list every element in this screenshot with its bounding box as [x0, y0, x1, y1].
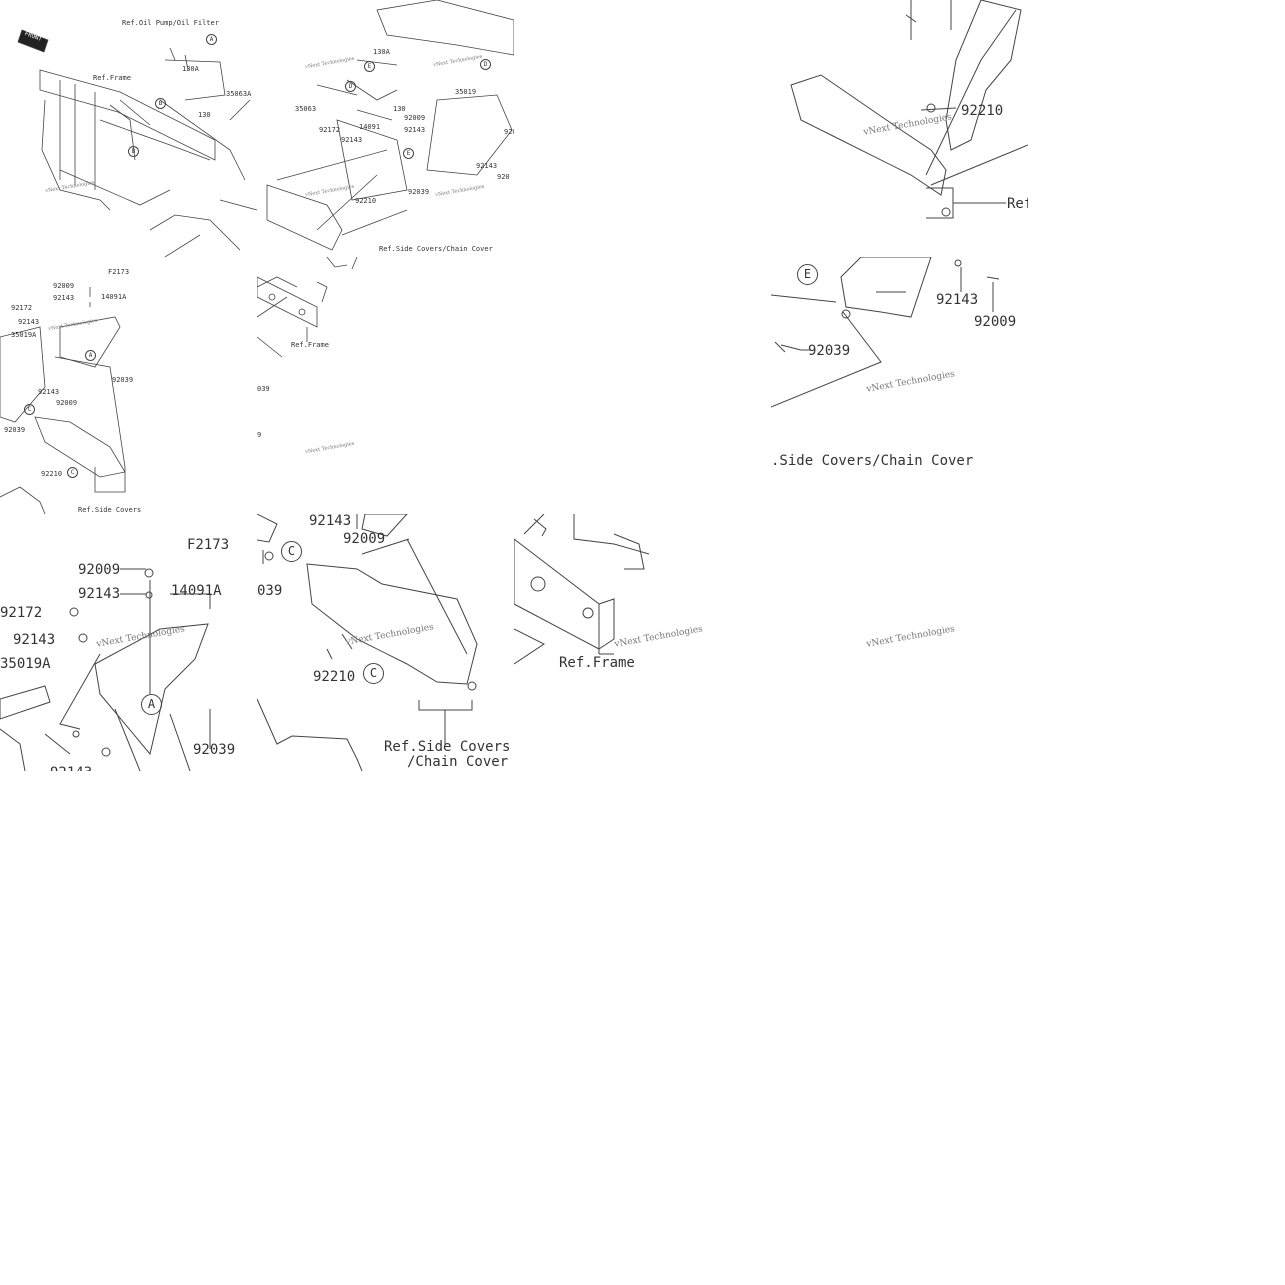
tile-zoom-bottom-right: Ref.Frame vNext Technologies: [514, 514, 771, 771]
label-92143: 92143: [78, 586, 121, 602]
label-92210: 92210: [41, 470, 63, 478]
label-92143: 92143: [476, 162, 498, 170]
label-92172: 92172: [0, 605, 43, 621]
label-130: 130: [393, 105, 406, 113]
label-ref-side-covers: Ref.Side Covers: [78, 506, 142, 514]
callout-a: A: [206, 34, 217, 45]
label-130a: 130A: [182, 65, 199, 73]
label-130a: 130A: [373, 48, 390, 56]
label-f2173: F2173: [108, 268, 130, 276]
callout-c: C: [363, 663, 384, 684]
callout-b: B: [155, 98, 166, 109]
label-35063: 35063: [295, 105, 317, 113]
label-f2173: F2173: [187, 537, 230, 553]
label-920: 920: [497, 173, 510, 181]
label-039: 039: [257, 385, 270, 393]
label-92143: 92143: [341, 136, 363, 144]
callout-d: D: [345, 81, 356, 92]
frame-drawing-left: [17, 29, 257, 257]
label-92009: 92009: [53, 282, 75, 290]
label-92039: 92039: [808, 343, 851, 359]
label-92210: 92210: [961, 103, 1004, 119]
label-92143: 92143: [309, 514, 352, 529]
cover-drawing-right: [266, 0, 514, 251]
frame-drawing-zoom-br: [514, 514, 650, 665]
label-14091a: 14091A: [171, 583, 222, 599]
callout-a: A: [141, 694, 162, 715]
tile-zoom-mid-right: E 92143 92009 92039 .Side Covers/Chain C…: [771, 257, 1028, 514]
callout-e: E: [364, 61, 375, 72]
label-ref-frame: Ref.Frame: [559, 655, 635, 671]
callout-d: D: [480, 59, 491, 70]
label-ref-oil-pump: Ref.Oil Pump/Oil Filter: [122, 19, 219, 27]
label-ref-cut: Ref: [1007, 196, 1028, 212]
callout-a: A: [85, 350, 96, 361]
label-35019a: 35019A: [0, 656, 51, 672]
label-92143: 92143: [13, 632, 56, 648]
tile-mid-left: F2173 92009 92143 14091A 92172 92143 350…: [0, 257, 257, 514]
label-35063a: 35063A: [226, 90, 252, 98]
label-92143: 92143: [50, 766, 92, 771]
label-chain-cover: /Chain Cover: [407, 754, 509, 770]
label-92009: 92009: [78, 562, 121, 578]
label-ref-side-covers: Ref.Side Covers: [384, 739, 511, 755]
callout-e: E: [797, 264, 818, 285]
cover-drawing-zoom-bl: [0, 568, 211, 771]
label-92009: 92009: [343, 531, 386, 547]
label-14091a: 14091A: [101, 293, 127, 301]
callout-e: E: [403, 148, 414, 159]
label-ref-frame: Ref.Frame: [93, 74, 131, 82]
label-92143: 92143: [38, 388, 60, 396]
label-92143: 92143: [404, 126, 426, 134]
label-92009: 92009: [56, 399, 78, 407]
tile-zoom-top-right: 92210 Ref vNext Technologies: [771, 0, 1028, 257]
label-92039: 92039: [193, 742, 236, 758]
label-35019: 35019: [455, 88, 477, 96]
label-92143: 92143: [18, 318, 40, 326]
cover-drawing-zoom-mid: [771, 257, 1000, 408]
tile-watermark-only: vNext Technologies: [771, 514, 1028, 771]
label-92143: 92143: [936, 292, 979, 308]
cover-drawing-zoom: [790, 0, 1028, 219]
label-92009: 92009: [974, 314, 1017, 330]
label-ref-frame: Ref.Frame: [291, 341, 329, 349]
frame-drawing-mid: [257, 257, 358, 358]
label-92039: 92039: [4, 426, 26, 434]
callout-c: C: [67, 467, 78, 478]
label-920: 920: [504, 128, 514, 136]
callout-b: B: [128, 146, 139, 157]
label-92039: 92039: [112, 376, 134, 384]
label-92009: 92009: [404, 114, 426, 122]
cover-drawing-mid-left: [0, 287, 126, 514]
label-92172: 92172: [11, 304, 33, 312]
label-ref-side-chain-cut: .Side Covers/Chain Cover: [771, 453, 974, 469]
label-92143: 92143: [53, 294, 75, 302]
callout-c: C: [24, 404, 35, 415]
tile-zoom-bottom-centre: 92143 92009 039 92210 Ref.Side Covers /C…: [257, 514, 514, 771]
label-9: 9: [257, 431, 262, 439]
tile-overview-right: 130A 35063 130 35019 92009 14091 92143 9…: [257, 0, 514, 257]
tile-mid-centre: Ref.Frame 039 9 vNext Technologies: [257, 257, 514, 514]
label-92210: 92210: [313, 669, 356, 685]
label-92210: 92210: [355, 197, 377, 205]
cover-drawing-zoom-bc: [257, 514, 478, 771]
tile-overview-left: FRONT Ref.Oil Pump/Oil Filter Ref.Frame …: [0, 0, 257, 257]
label-039: 039: [257, 583, 283, 599]
label-92172: 92172: [319, 126, 341, 134]
label-ref-side-chain: Ref.Side Covers/Chain Cover: [379, 245, 493, 253]
label-14091: 14091: [359, 123, 381, 131]
callout-c: C: [281, 541, 302, 562]
label-35019a: 35019A: [11, 331, 37, 339]
label-92039: 92039: [408, 188, 430, 196]
tile-zoom-bottom-left: F2173 92009 92143 14091A 92172 92143 350…: [0, 514, 257, 771]
label-130: 130: [198, 111, 211, 119]
watermark: vNext Technologies: [865, 624, 956, 650]
